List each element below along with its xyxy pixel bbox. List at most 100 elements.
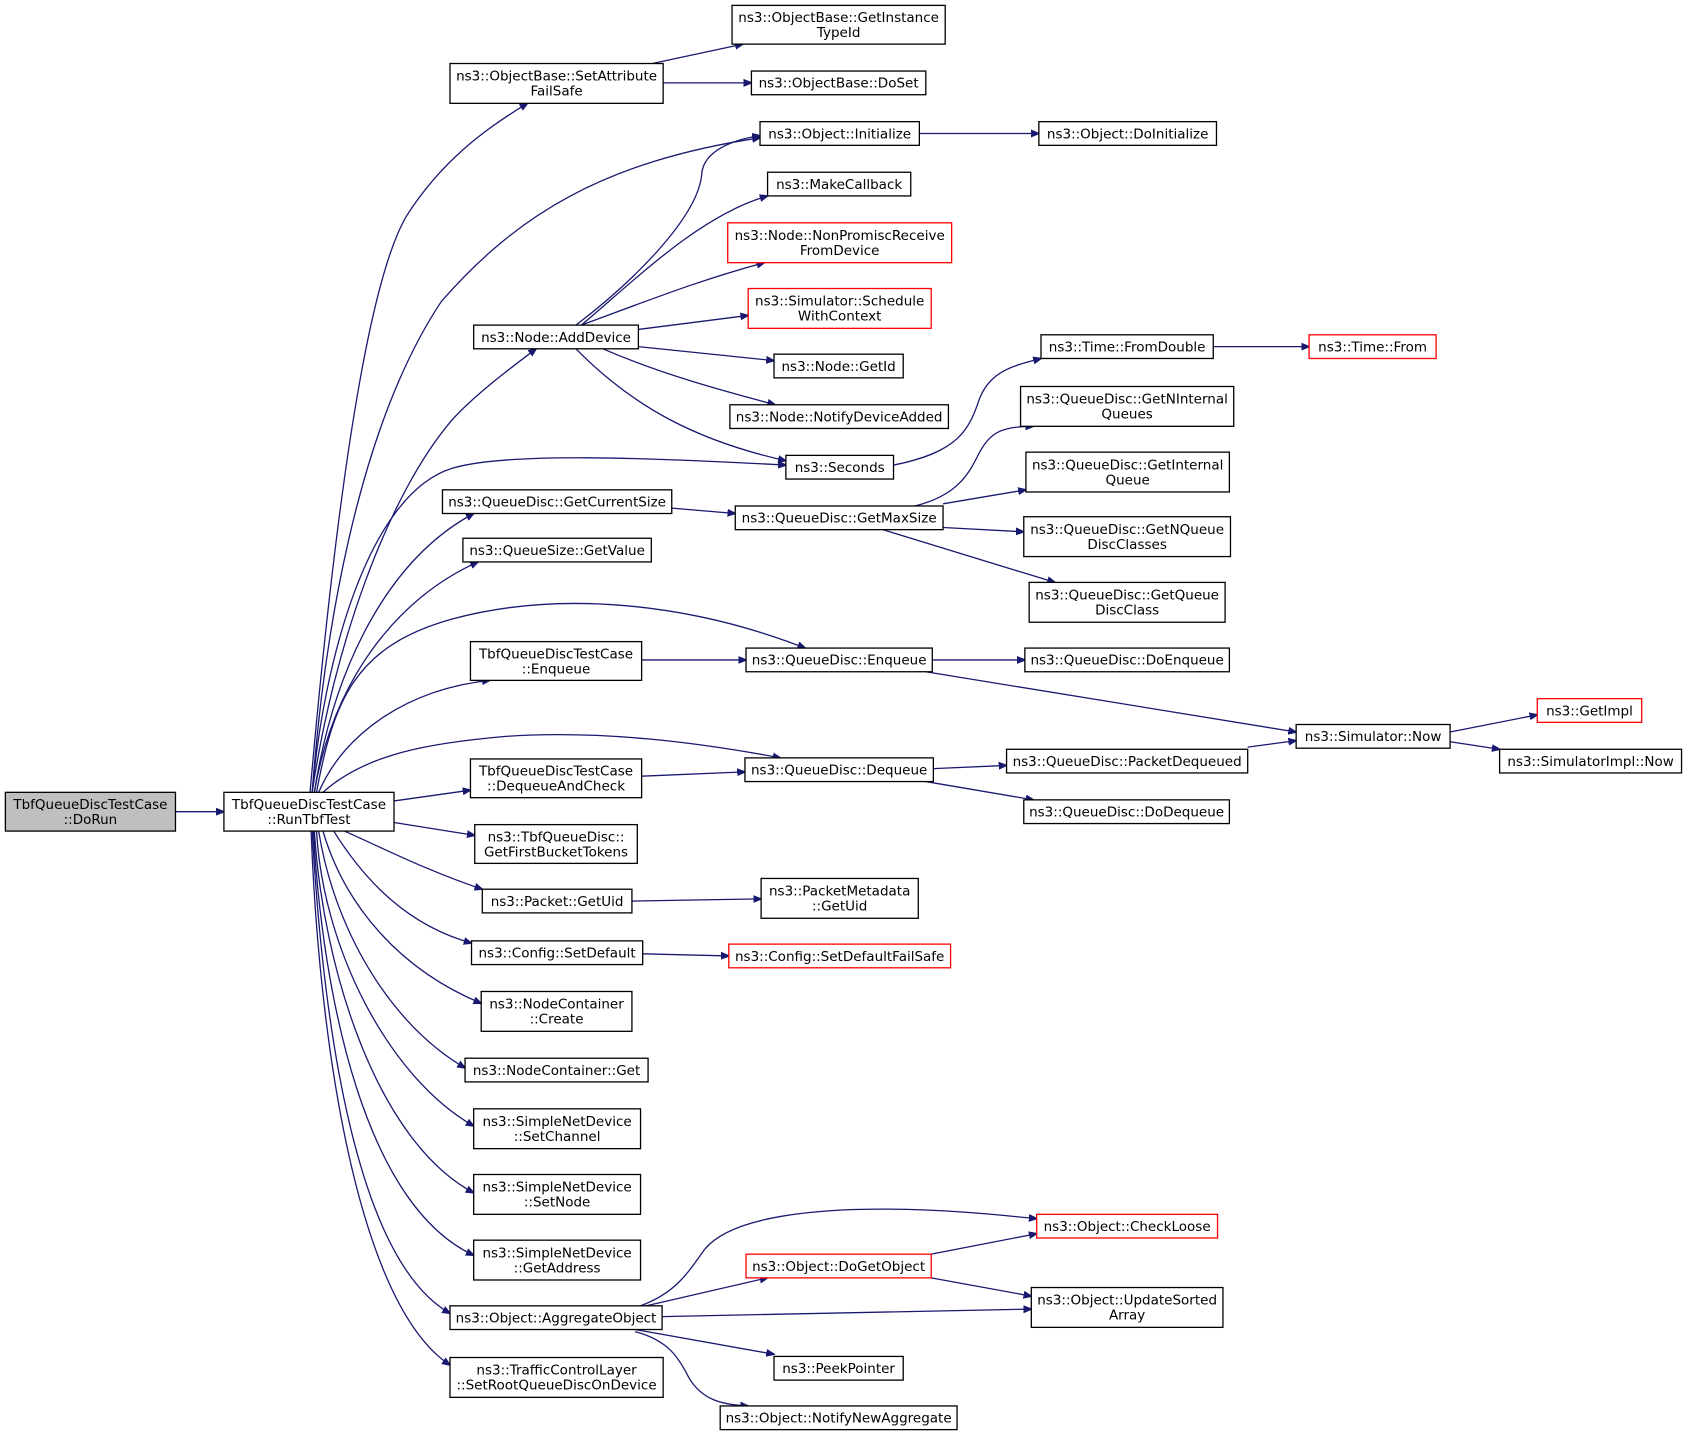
edge-line	[317, 831, 474, 1126]
edge-line	[1450, 742, 1500, 750]
node-ns3-queuedisc-packetdequeued[interactable]: ns3::QueueDisc::PacketDequeued	[1005, 748, 1249, 774]
node-ns3-node-getid[interactable]: ns3::Node::GetId	[773, 353, 904, 379]
node-ns3-node-adddevice[interactable]: ns3::Node::AddDevice	[473, 324, 640, 350]
node-ns3-queuedisc-getcurrentsize[interactable]: ns3::QueueDisc::GetCurrentSize	[441, 489, 673, 515]
node-label-line: ns3::Object::NotifyNewAggregate	[726, 1411, 952, 1427]
node-ns3-objectbase-doset[interactable]: ns3::ObjectBase::DoSet	[750, 70, 927, 96]
node-ns3-config-setdefaultfailsafe[interactable]: ns3::Config::SetDefaultFailSafe	[728, 943, 952, 969]
node-ns3-seconds[interactable]: ns3::Seconds	[785, 454, 895, 480]
edge-n1-n48	[311, 831, 450, 1365]
node-ns3-trafficcontrollayer-setrootqueuediscondevice[interactable]: ns3::TrafficControlLayer::SetRootQueueDi…	[449, 1356, 664, 1398]
node-box	[449, 1356, 664, 1398]
node-ns3-simulatorimpl-now[interactable]: ns3::SimulatorImpl::Now	[1498, 748, 1683, 774]
node-label-line: ::DequeueAndCheck	[487, 779, 625, 795]
edge-line	[312, 138, 760, 793]
edge-line	[638, 315, 748, 329]
node-label-line: ns3::Simulator::Schedule	[755, 294, 924, 310]
edge-line	[1450, 715, 1537, 732]
node-label-line: WithContext	[798, 309, 882, 325]
edge-n1-n34	[344, 831, 482, 889]
edge-n19-n17	[943, 490, 1026, 504]
edge-n45-n43	[641, 1209, 1037, 1306]
node-label-line: ns3::GetImpl	[1546, 703, 1633, 719]
node-ns3-makecallback[interactable]: ns3::MakeCallback	[766, 171, 912, 197]
node-label-line: DiscClass	[1095, 603, 1159, 619]
node-box	[1036, 1213, 1219, 1239]
node-box	[731, 4, 946, 45]
node-ns3-object-initialize[interactable]: ns3::Object::Initialize	[759, 120, 921, 146]
node-label-line: ns3::QueueDisc::PacketDequeued	[1013, 754, 1242, 770]
node-ns3-nodecontainer-get[interactable]: ns3::NodeContainer::Get	[464, 1057, 649, 1083]
edge-line	[943, 528, 1024, 532]
node-label-line: ns3::SimpleNetDevice	[482, 1180, 631, 1196]
edge-line	[933, 765, 1006, 768]
node-ns3-nodecontainer-create[interactable]: ns3::NodeContainer::Create	[480, 990, 633, 1032]
edge-line	[931, 1234, 1037, 1254]
node-box	[481, 888, 633, 914]
node-ns3-object-checkloose[interactable]: ns3::Object::CheckLoose	[1036, 1213, 1219, 1239]
node-ns3-queuedisc-dodequeue[interactable]: ns3::QueueDisc::DoDequeue	[1023, 799, 1231, 825]
node-ns3-object-dogetobject[interactable]: ns3::Object::DoGetObject	[745, 1253, 932, 1279]
node-ns3-packet-getuid[interactable]: ns3::Packet::GetUid	[481, 888, 633, 914]
node-label-line: ns3::NodeContainer::Get	[473, 1063, 640, 1079]
edge-n19-n20	[943, 528, 1024, 532]
edge-n10-n11	[638, 347, 774, 361]
edge-n1-n38	[323, 831, 481, 1003]
node-ns3-queuedisc-getmaxsize[interactable]: ns3::QueueDisc::GetMaxSize	[734, 505, 944, 531]
node-ns3-object-aggregateobject[interactable]: ns3::Object::AggregateObject	[449, 1305, 663, 1331]
edge-line	[576, 349, 786, 461]
node-label-line: ns3::QueueDisc::GetCurrentSize	[448, 494, 666, 510]
node-label-line: ns3::QueueDisc::GetNInternal	[1026, 392, 1228, 408]
node-ns3-simplenetdevice-getaddress[interactable]: ns3::SimpleNetDevice::GetAddress	[473, 1239, 642, 1281]
node-label-line: ns3::QueueDisc::GetQueue	[1035, 588, 1219, 604]
node-ns3-peekpointer[interactable]: ns3::PeekPointer	[773, 1355, 904, 1381]
edge-line	[312, 458, 786, 793]
node-ns3-queuedisc-enqueue[interactable]: ns3::QueueDisc::Enqueue	[745, 647, 933, 673]
edge-n45-n46	[662, 1309, 1031, 1317]
node-box	[1028, 581, 1226, 623]
node-ns3-config-setdefault[interactable]: ns3::Config::SetDefault	[470, 940, 644, 966]
node-tbfqueuedisctestcase-dequeueandcheck[interactable]: TbfQueueDiscTestCase::DequeueAndCheck	[469, 758, 643, 799]
node-ns3-node-notifydeviceadded[interactable]: ns3::Node::NotifyDeviceAdded	[729, 404, 950, 430]
node-label-line: ns3::Seconds	[795, 460, 885, 476]
edge-n31-n27	[1248, 741, 1296, 747]
node-ns3-simplenetdevice-setchannel[interactable]: ns3::SimpleNetDevice::SetChannel	[473, 1108, 642, 1150]
node-label-line: TbfQueueDiscTestCase	[12, 797, 167, 813]
node-box	[750, 70, 927, 96]
node-ns3-time-from[interactable]: ns3::Time::From	[1308, 334, 1437, 360]
node-ns3-queuedisc-doenqueue[interactable]: ns3::QueueDisc::DoEnqueue	[1024, 647, 1231, 673]
node-box	[470, 940, 644, 966]
node-label-line: ns3::QueueDisc::GetNQueue	[1030, 522, 1224, 538]
node-ns3-queuedisc-dequeue[interactable]: ns3::QueueDisc::Dequeue	[744, 757, 935, 783]
node-label-line: ns3::MakeCallback	[776, 177, 902, 193]
node-tbfqueuedisctestcase-runtbftest[interactable]: TbfQueueDiscTestCase::RunTbfTest	[223, 791, 395, 832]
node-ns3-object-doinitialize[interactable]: ns3::Object::DoInitialize	[1038, 120, 1218, 146]
node-label-line: ns3::SimulatorImpl::Now	[1507, 754, 1673, 770]
node-box	[1005, 748, 1249, 774]
node-box	[469, 640, 643, 682]
edge-line	[312, 349, 536, 793]
node-ns3-getimpl[interactable]: ns3::GetImpl	[1536, 698, 1643, 724]
node-label-line: ns3::QueueDisc::DoEnqueue	[1030, 653, 1223, 669]
node-ns3-queuesize-getvalue[interactable]: ns3::QueueSize::GetValue	[462, 537, 652, 563]
node-ns3-simulator-now[interactable]: ns3::Simulator::Now	[1295, 723, 1451, 749]
edge-layer	[175, 44, 1537, 1406]
node-label-line: ::GetUid	[812, 899, 867, 915]
edge-n45-n49	[635, 1332, 748, 1406]
edge-line	[394, 790, 470, 801]
node-ns3-object-notifynewaggregate[interactable]: ns3::Object::NotifyNewAggregate	[719, 1405, 958, 1431]
node-tbfqueuedisctestcase-enqueue[interactable]: TbfQueueDiscTestCase::Enqueue	[469, 640, 643, 682]
node-ns3-time-fromdouble[interactable]: ns3::Time::FromDouble	[1040, 334, 1214, 360]
node-ns3-tbfqueuedisc-getfirstbuckettokens[interactable]: ns3::TbfQueueDisc::GetFirstBucketTokens	[474, 823, 638, 865]
node-ns3-packetmetadata-getuid[interactable]: ns3::PacketMetadata::GetUid	[760, 877, 919, 919]
node-ns3-simplenetdevice-setnode[interactable]: ns3::SimpleNetDevice::SetNode	[473, 1173, 642, 1215]
